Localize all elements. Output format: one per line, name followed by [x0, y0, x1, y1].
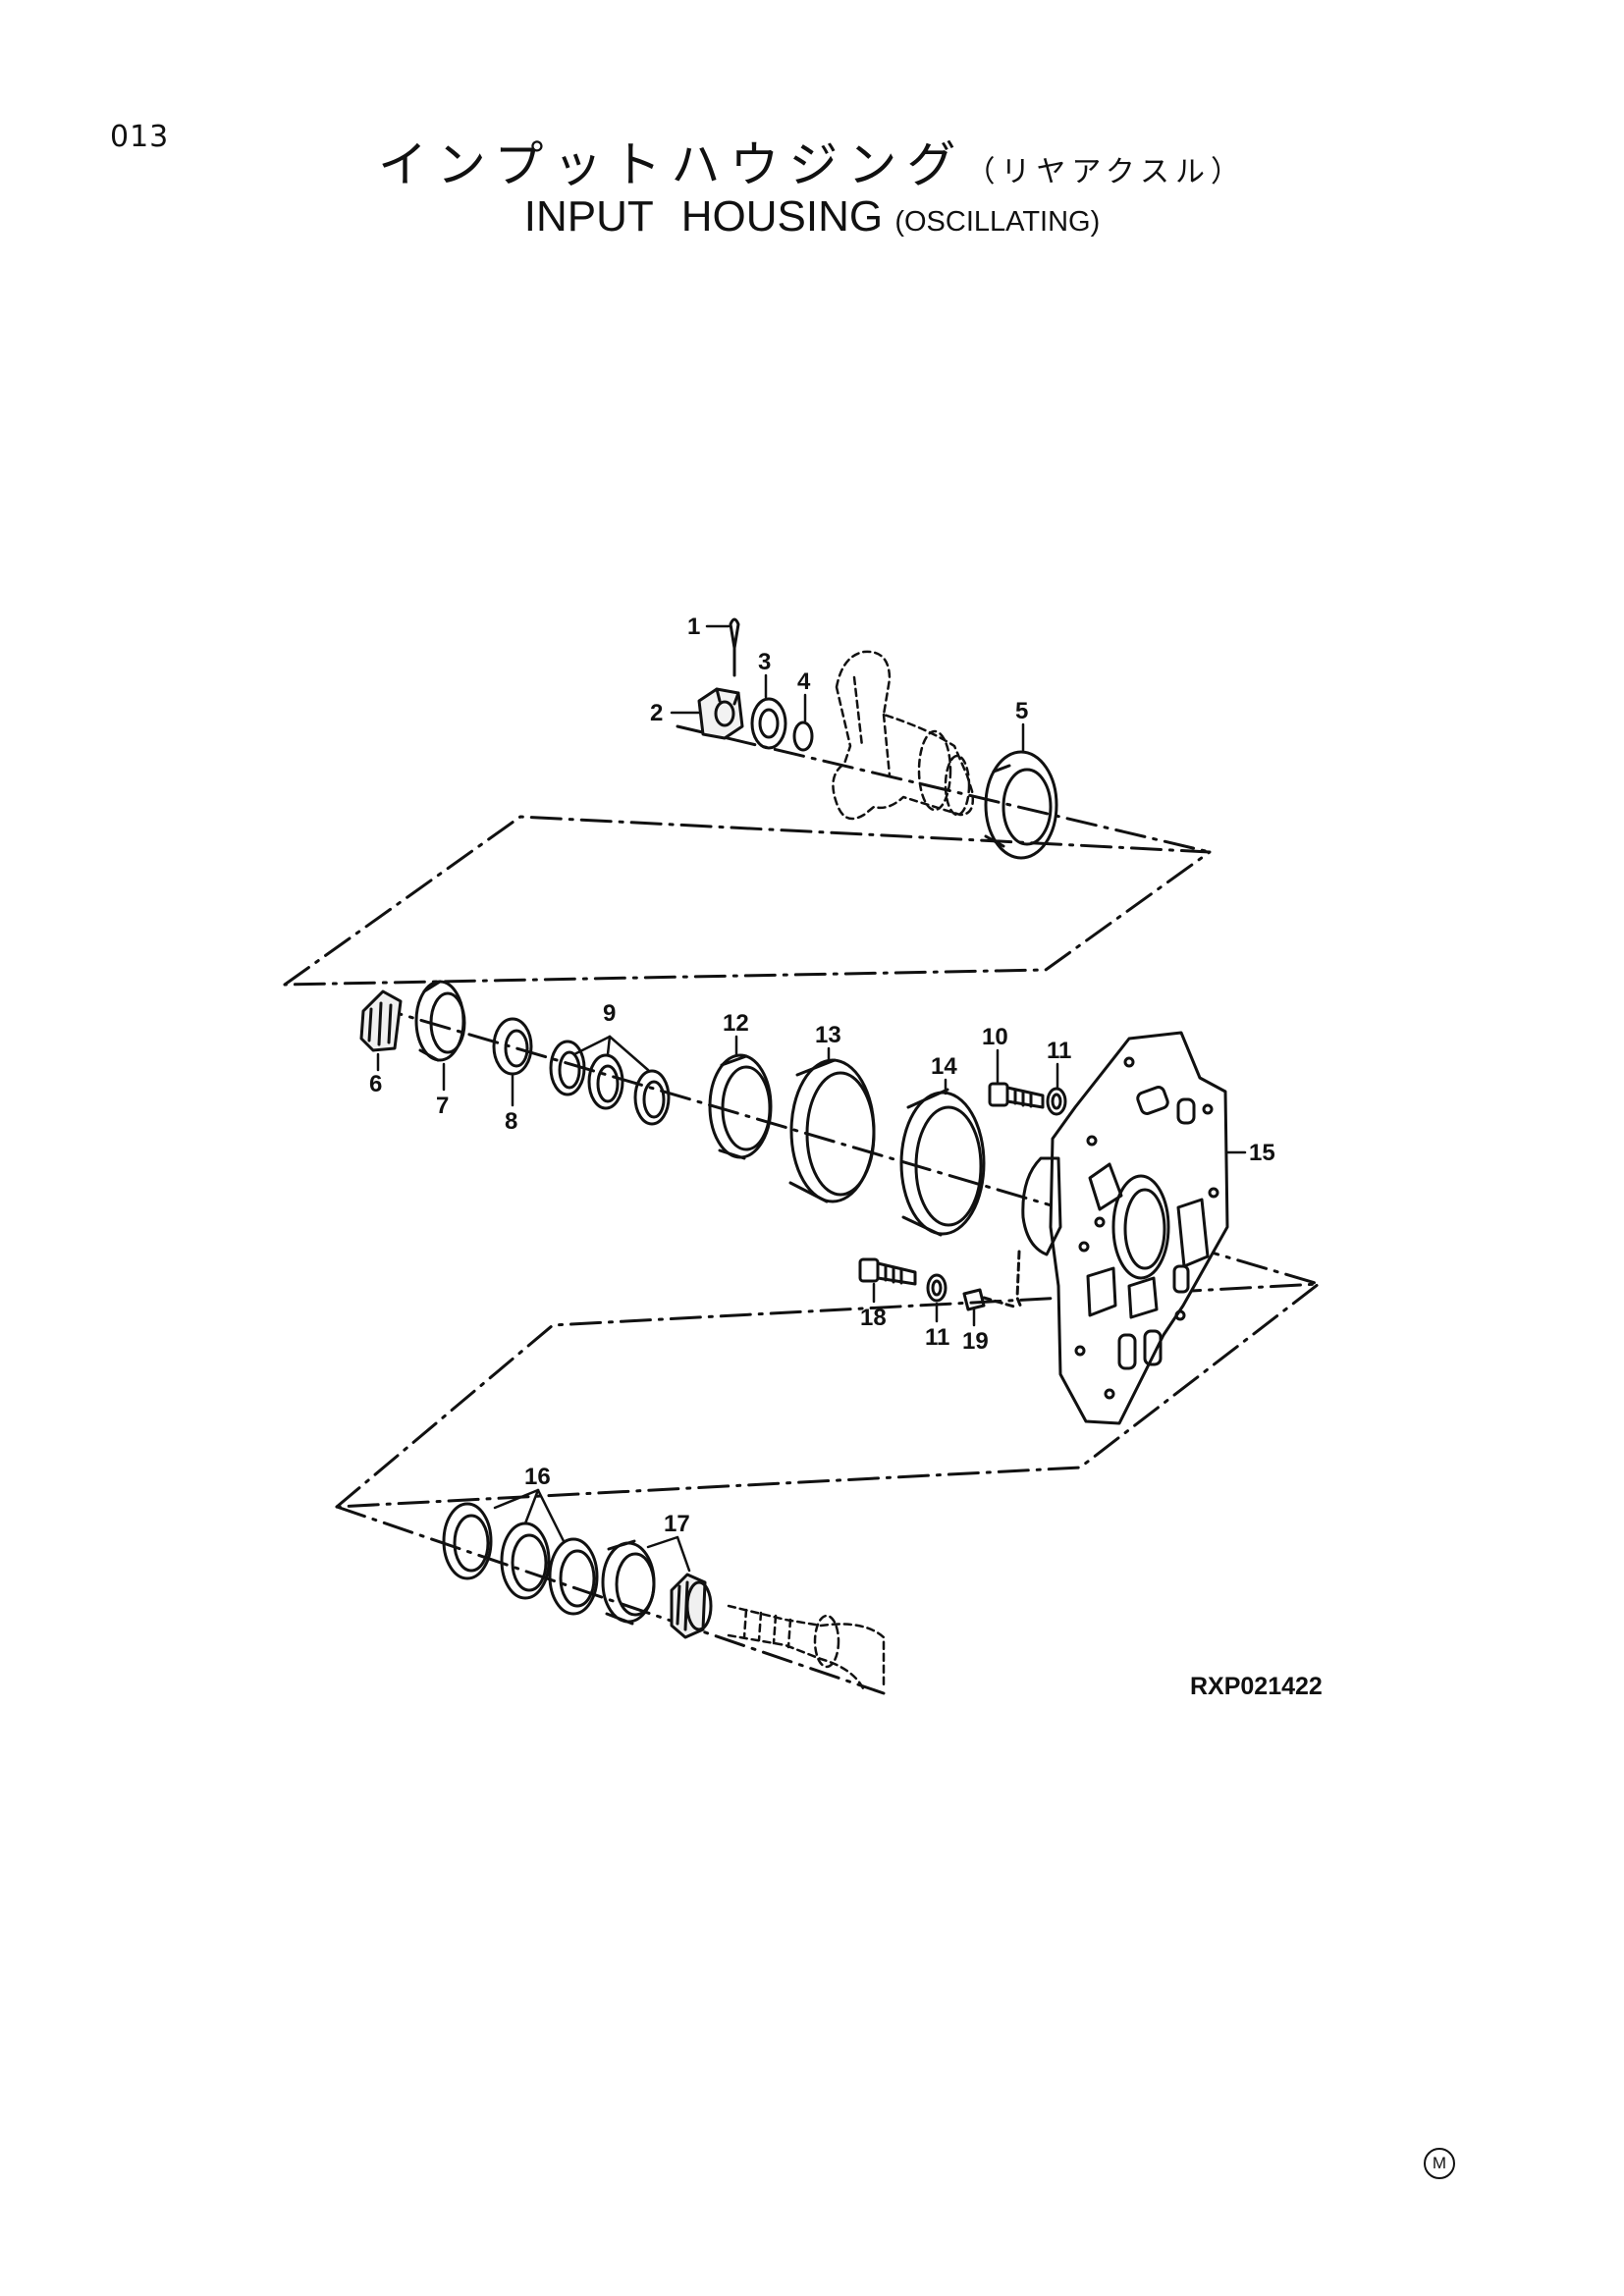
title-english-main: INPUT [523, 192, 654, 240]
callout-3: 3 [758, 649, 771, 675]
callout-18: 18 [860, 1305, 887, 1331]
lower-reference-plane [335, 1282, 1321, 1509]
title-english-second: HOUSING [680, 192, 884, 240]
part-14-seal-ring [899, 1088, 986, 1237]
part-15-input-housing [1015, 1031, 1229, 1425]
title-japanese-main: インプットハウジング [377, 136, 966, 193]
part-16-shims [442, 1502, 599, 1616]
part-2-castle-nut [697, 687, 744, 740]
callout-16: 16 [524, 1464, 551, 1490]
part-12-bearing-cup [708, 1053, 773, 1160]
title-japanese-sub: （リヤアクスル） [965, 155, 1247, 189]
callout-6: 6 [369, 1071, 382, 1097]
leader-lines [376, 624, 1247, 1573]
callout-17: 17 [664, 1511, 690, 1537]
part-17-taper-bearing [601, 1539, 713, 1639]
part-8-spacer [492, 1017, 533, 1076]
callout-7: 7 [436, 1093, 449, 1119]
callout-10: 10 [982, 1024, 1008, 1050]
corner-mark: M [1424, 2148, 1455, 2179]
part-9-shims [549, 1040, 671, 1126]
callout-12: 12 [723, 1010, 749, 1037]
title-english: INPUT HOUSING (OSCILLATING) [0, 192, 1624, 241]
callout-11-lower: 11 [925, 1324, 949, 1351]
callout-8: 8 [505, 1108, 517, 1135]
callout-19: 19 [962, 1328, 989, 1355]
part-3-washer [750, 697, 787, 750]
part-18-bolt [858, 1257, 917, 1286]
page-number: 013 [110, 120, 170, 154]
callout-2: 2 [650, 700, 663, 726]
part-5-oil-seal [984, 750, 1058, 860]
callout-9: 9 [603, 1000, 616, 1027]
callout-4: 4 [797, 668, 811, 695]
part-7-bearing-cup [414, 980, 466, 1062]
upper-reference-plane [283, 815, 1212, 987]
callout-15: 15 [1249, 1140, 1275, 1166]
axis-line-upper [676, 724, 1212, 854]
axis-line-lower [335, 1505, 886, 1695]
callout-13: 13 [815, 1022, 841, 1048]
title-japanese: インプットハウジング（リヤアクスル） [0, 126, 1624, 196]
part-1-cotter-pin [729, 617, 740, 677]
callout-1: 1 [687, 614, 700, 640]
part-6-taper-bearing-cone [359, 989, 403, 1052]
pinion-shaft-reference [727, 1604, 886, 1692]
drawing-code: RXP021422 [1190, 1673, 1323, 1700]
title-english-sub: (OSCILLATING) [894, 206, 1101, 238]
yoke-flange-reference [832, 650, 974, 821]
part-4-o-ring [792, 721, 814, 752]
part-19-dowel-pin [962, 1288, 1019, 1311]
part-10-bolt [988, 1082, 1045, 1109]
callout-14: 14 [931, 1053, 957, 1080]
part-11-washer-upper [1046, 1087, 1067, 1116]
part-11-washer-lower [926, 1273, 947, 1303]
callout-11-upper: 11 [1047, 1038, 1071, 1064]
part-13-sleeve [788, 1058, 876, 1203]
callout-5: 5 [1015, 698, 1028, 724]
